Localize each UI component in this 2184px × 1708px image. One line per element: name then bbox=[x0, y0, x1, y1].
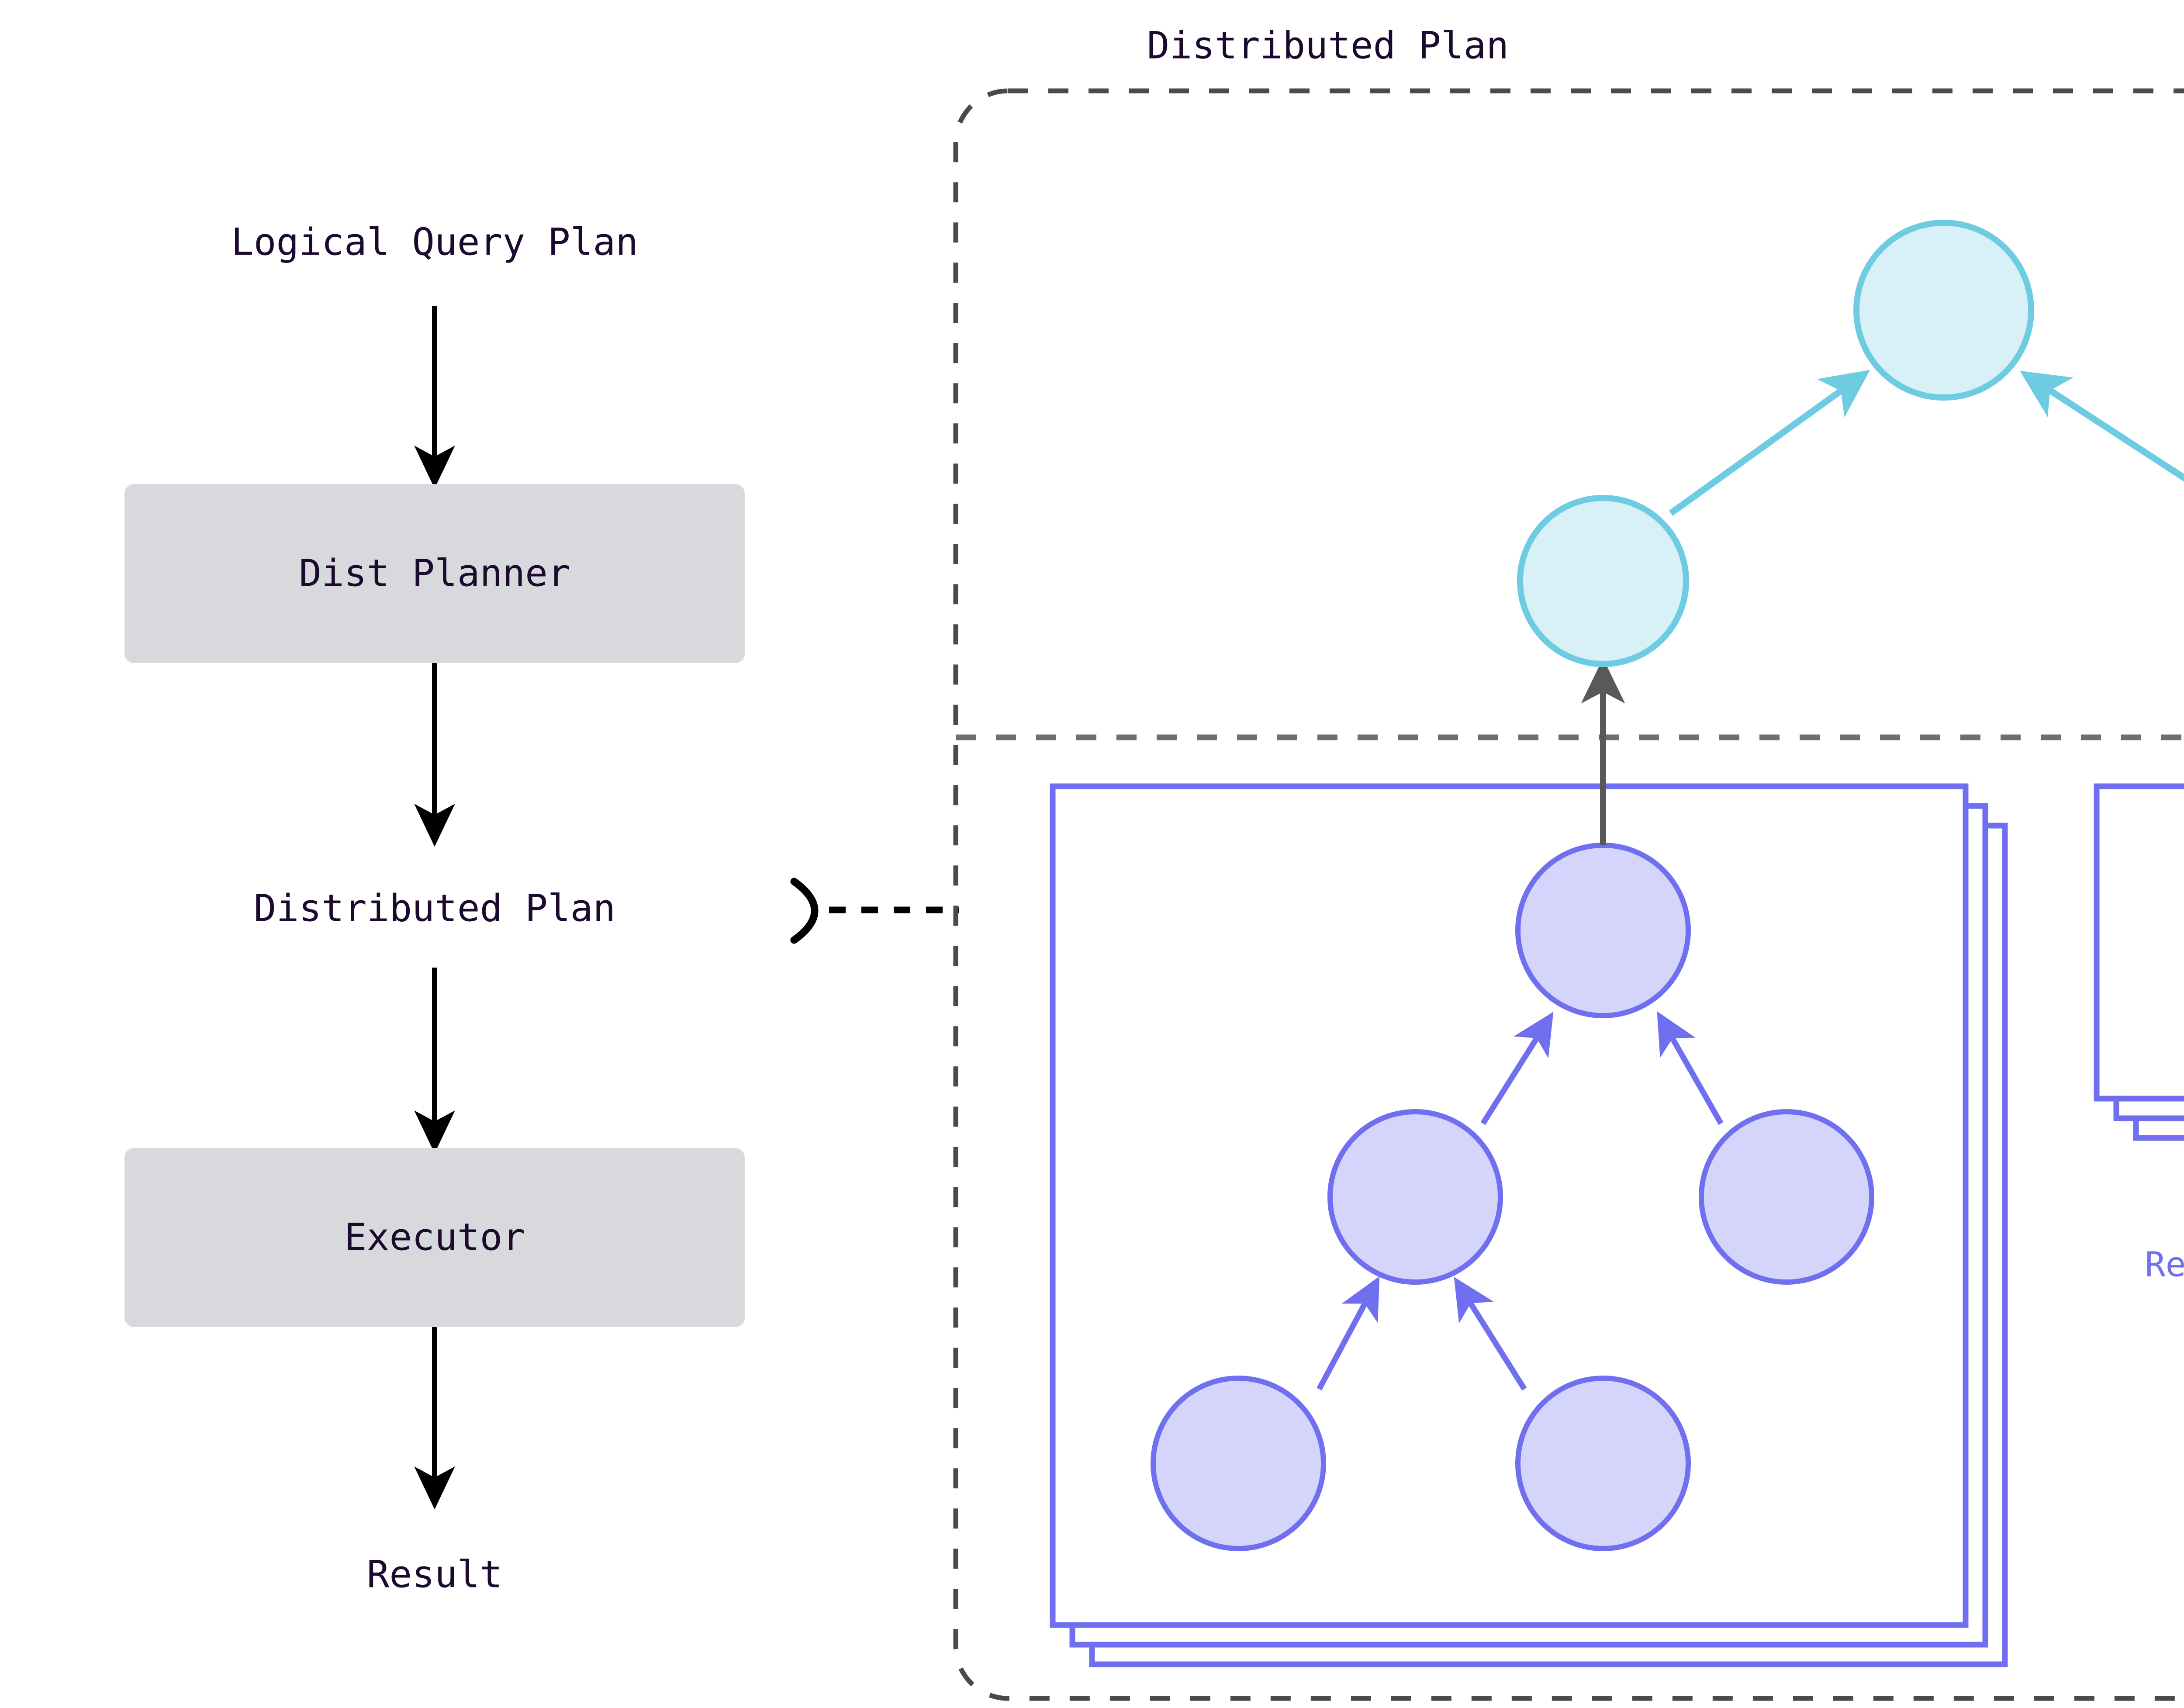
logical-query-plan-label: Logical Query Plan bbox=[231, 220, 638, 264]
closing-bracket-glyph bbox=[790, 878, 819, 944]
executor-label: Executor bbox=[344, 1215, 525, 1259]
edge-mid-to-root bbox=[1480, 1012, 1554, 1125]
datanode-node-right[interactable] bbox=[1699, 1109, 1874, 1285]
datanode-node-root[interactable] bbox=[1515, 843, 1691, 1018]
region-group-right: Regions bbox=[2094, 783, 2184, 1284]
distributed-plan-panel: Distributed Plan Frontend Stage Datanode… bbox=[953, 24, 2184, 1701]
dist-planner-box bbox=[124, 484, 745, 663]
edge-frontend-right-to-root bbox=[2020, 370, 2184, 482]
panel-title: Distributed Plan bbox=[1147, 24, 1509, 67]
edge-leaf-a-to-mid bbox=[1317, 1276, 1380, 1391]
cross-stage-arrows bbox=[1581, 658, 1625, 845]
datanode-node-leaf-a[interactable] bbox=[1151, 1376, 1326, 1551]
dist-planner-label: Dist Planner bbox=[299, 551, 570, 595]
region-group-left bbox=[1050, 783, 2008, 1667]
plan-to-panel-connector bbox=[790, 878, 959, 944]
frontend-node-root[interactable] bbox=[1853, 220, 2034, 401]
regions-label: Regions bbox=[2145, 1245, 2184, 1284]
edge-frontend-left-to-root bbox=[1669, 370, 1870, 516]
distributed-plan-label: Distributed Plan bbox=[254, 886, 615, 930]
executor-box bbox=[124, 1148, 745, 1327]
datanode-node-leaf-b[interactable] bbox=[1515, 1376, 1691, 1551]
panel-dashed-border bbox=[953, 88, 2184, 1701]
frontend-stage-nodes bbox=[1517, 220, 2184, 667]
edge-right-to-root bbox=[1657, 1011, 1724, 1125]
result-label: Result bbox=[367, 1552, 503, 1596]
region-card-right-front bbox=[2094, 783, 2184, 1102]
frontend-node-left[interactable] bbox=[1517, 495, 1689, 667]
datanode-node-mid[interactable] bbox=[1327, 1109, 1503, 1285]
edge-leaf-b-to-mid bbox=[1454, 1277, 1527, 1391]
left-flow-column: Logical Query Plan Dist Planner Distribu… bbox=[124, 220, 745, 1596]
